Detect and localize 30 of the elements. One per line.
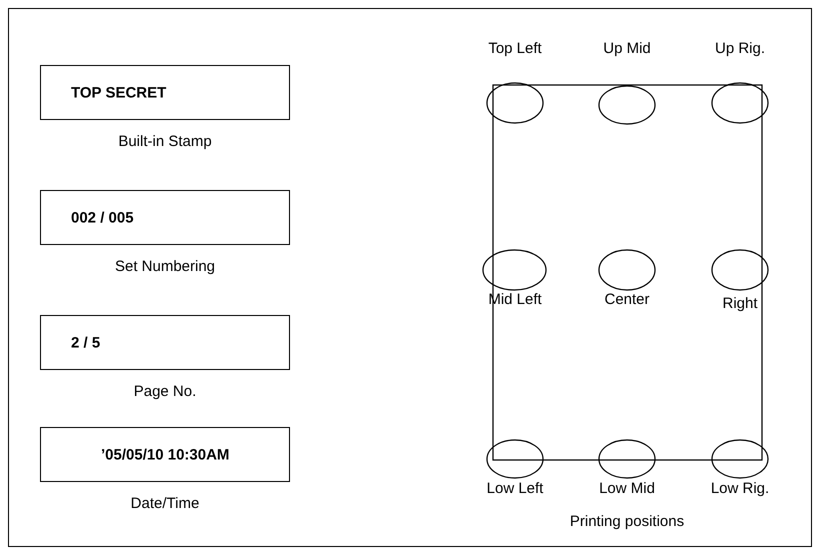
position-label: Low Rig. — [710, 480, 770, 497]
stamp-caption: Page No. — [134, 383, 196, 400]
position-ellipse — [487, 440, 543, 478]
stamp-box — [40, 427, 290, 482]
position-label: Low Left — [486, 480, 544, 497]
position-label: Center — [604, 291, 650, 308]
stamp-box — [40, 315, 290, 370]
position-ellipse — [483, 250, 546, 290]
position-label: Top Left — [488, 40, 542, 57]
position-label: Low Mid — [599, 480, 655, 497]
stamp-box — [40, 190, 290, 245]
stamp-text: 002 / 005 — [71, 209, 134, 226]
stamp-text: ’05/05/10 10:30AM — [101, 446, 230, 463]
position-label: Right — [722, 295, 758, 312]
stamp-caption: Built-in Stamp — [118, 133, 212, 150]
position-ellipse — [599, 440, 655, 478]
position-ellipse — [599, 250, 655, 290]
stamp-caption: Date/Time — [130, 495, 200, 512]
position-ellipse — [712, 440, 768, 478]
position-ellipse — [487, 83, 543, 123]
stamp-box — [40, 65, 290, 120]
position-label: Printing positions — [570, 513, 684, 530]
position-ellipse — [712, 83, 768, 123]
stamp-text: TOP SECRET — [71, 84, 166, 101]
position-ellipse — [599, 86, 655, 124]
position-label: Up Rig. — [714, 40, 766, 57]
stamp-text: 2 / 5 — [71, 334, 100, 351]
position-ellipse — [712, 250, 768, 290]
position-label: Up Mid — [603, 40, 651, 57]
stamp-caption: Set Numbering — [114, 258, 216, 275]
